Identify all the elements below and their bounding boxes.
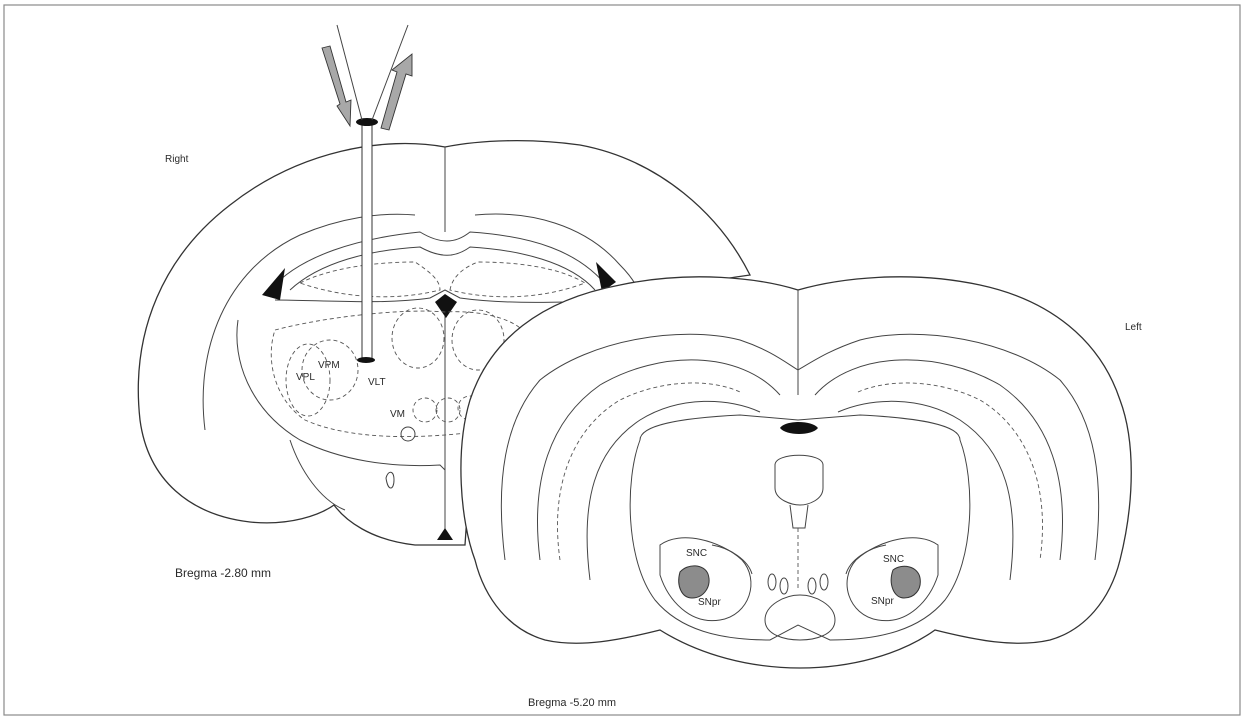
label-snpr-left: SNpr xyxy=(871,596,894,607)
label-right-side: Right xyxy=(165,154,189,165)
posterior-coronal-section: SNC SNpr SNC SNpr xyxy=(461,277,1131,668)
label-snc-right: SNC xyxy=(686,548,707,559)
label-vpl: VPL xyxy=(296,372,315,383)
posterior-cortex-outline xyxy=(461,277,1131,668)
label-vlt: VLT xyxy=(368,377,386,388)
label-vpm: VPM xyxy=(318,360,340,371)
label-vm: VM xyxy=(390,409,405,420)
label-bregma-anterior: Bregma -2.80 mm xyxy=(175,566,271,580)
snc-lesion-right xyxy=(679,566,709,598)
label-bregma-posterior: Bregma -5.20 mm xyxy=(528,697,616,709)
cannula-top-cap xyxy=(356,118,378,126)
label-snpr-right: SNpr xyxy=(698,597,721,608)
arrow-in-icon xyxy=(322,46,351,126)
label-left-side: Left xyxy=(1125,322,1142,333)
snc-lesion-left xyxy=(891,566,920,598)
cannula-tube xyxy=(362,120,372,360)
cannula-tip xyxy=(357,357,375,363)
label-snc-left: SNC xyxy=(883,554,904,565)
arrow-out-icon xyxy=(381,54,412,130)
